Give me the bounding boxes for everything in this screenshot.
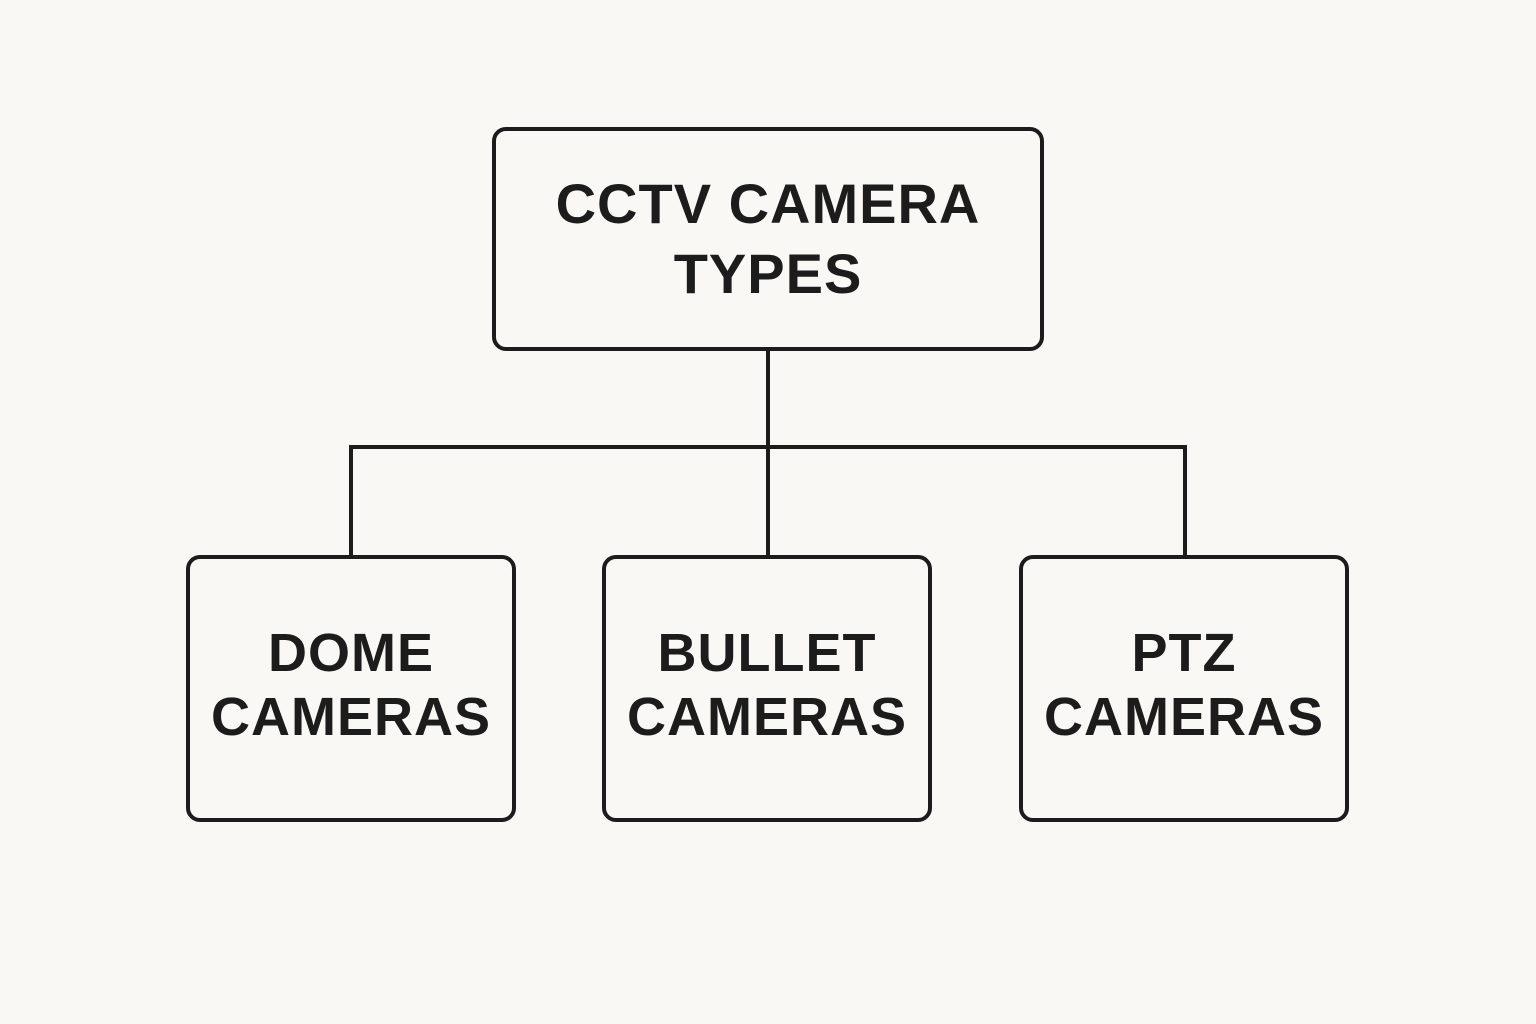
root-node-label-line2: TYPES (673, 242, 863, 305)
bullet-node-label-line2: CAMERAS (626, 686, 907, 747)
root-node-cctv-camera-types: CCTV CAMERA TYPES (492, 127, 1044, 351)
dome-node-label-line2: CAMERAS (210, 686, 491, 747)
ptz-node-label-line2: CAMERAS (1043, 686, 1324, 747)
child-node-dome-cameras: DOME CAMERAS (186, 555, 516, 822)
bullet-node-label-line1: BULLET (657, 622, 877, 683)
ptz-node-label-line1: PTZ (1131, 622, 1237, 683)
dome-node-label-line1: DOME (268, 622, 434, 683)
child-node-ptz-cameras: PTZ CAMERAS (1019, 555, 1349, 822)
child-node-bullet-cameras: BULLET CAMERAS (602, 555, 932, 822)
root-node-label-line1: CCTV CAMERA (555, 172, 981, 235)
